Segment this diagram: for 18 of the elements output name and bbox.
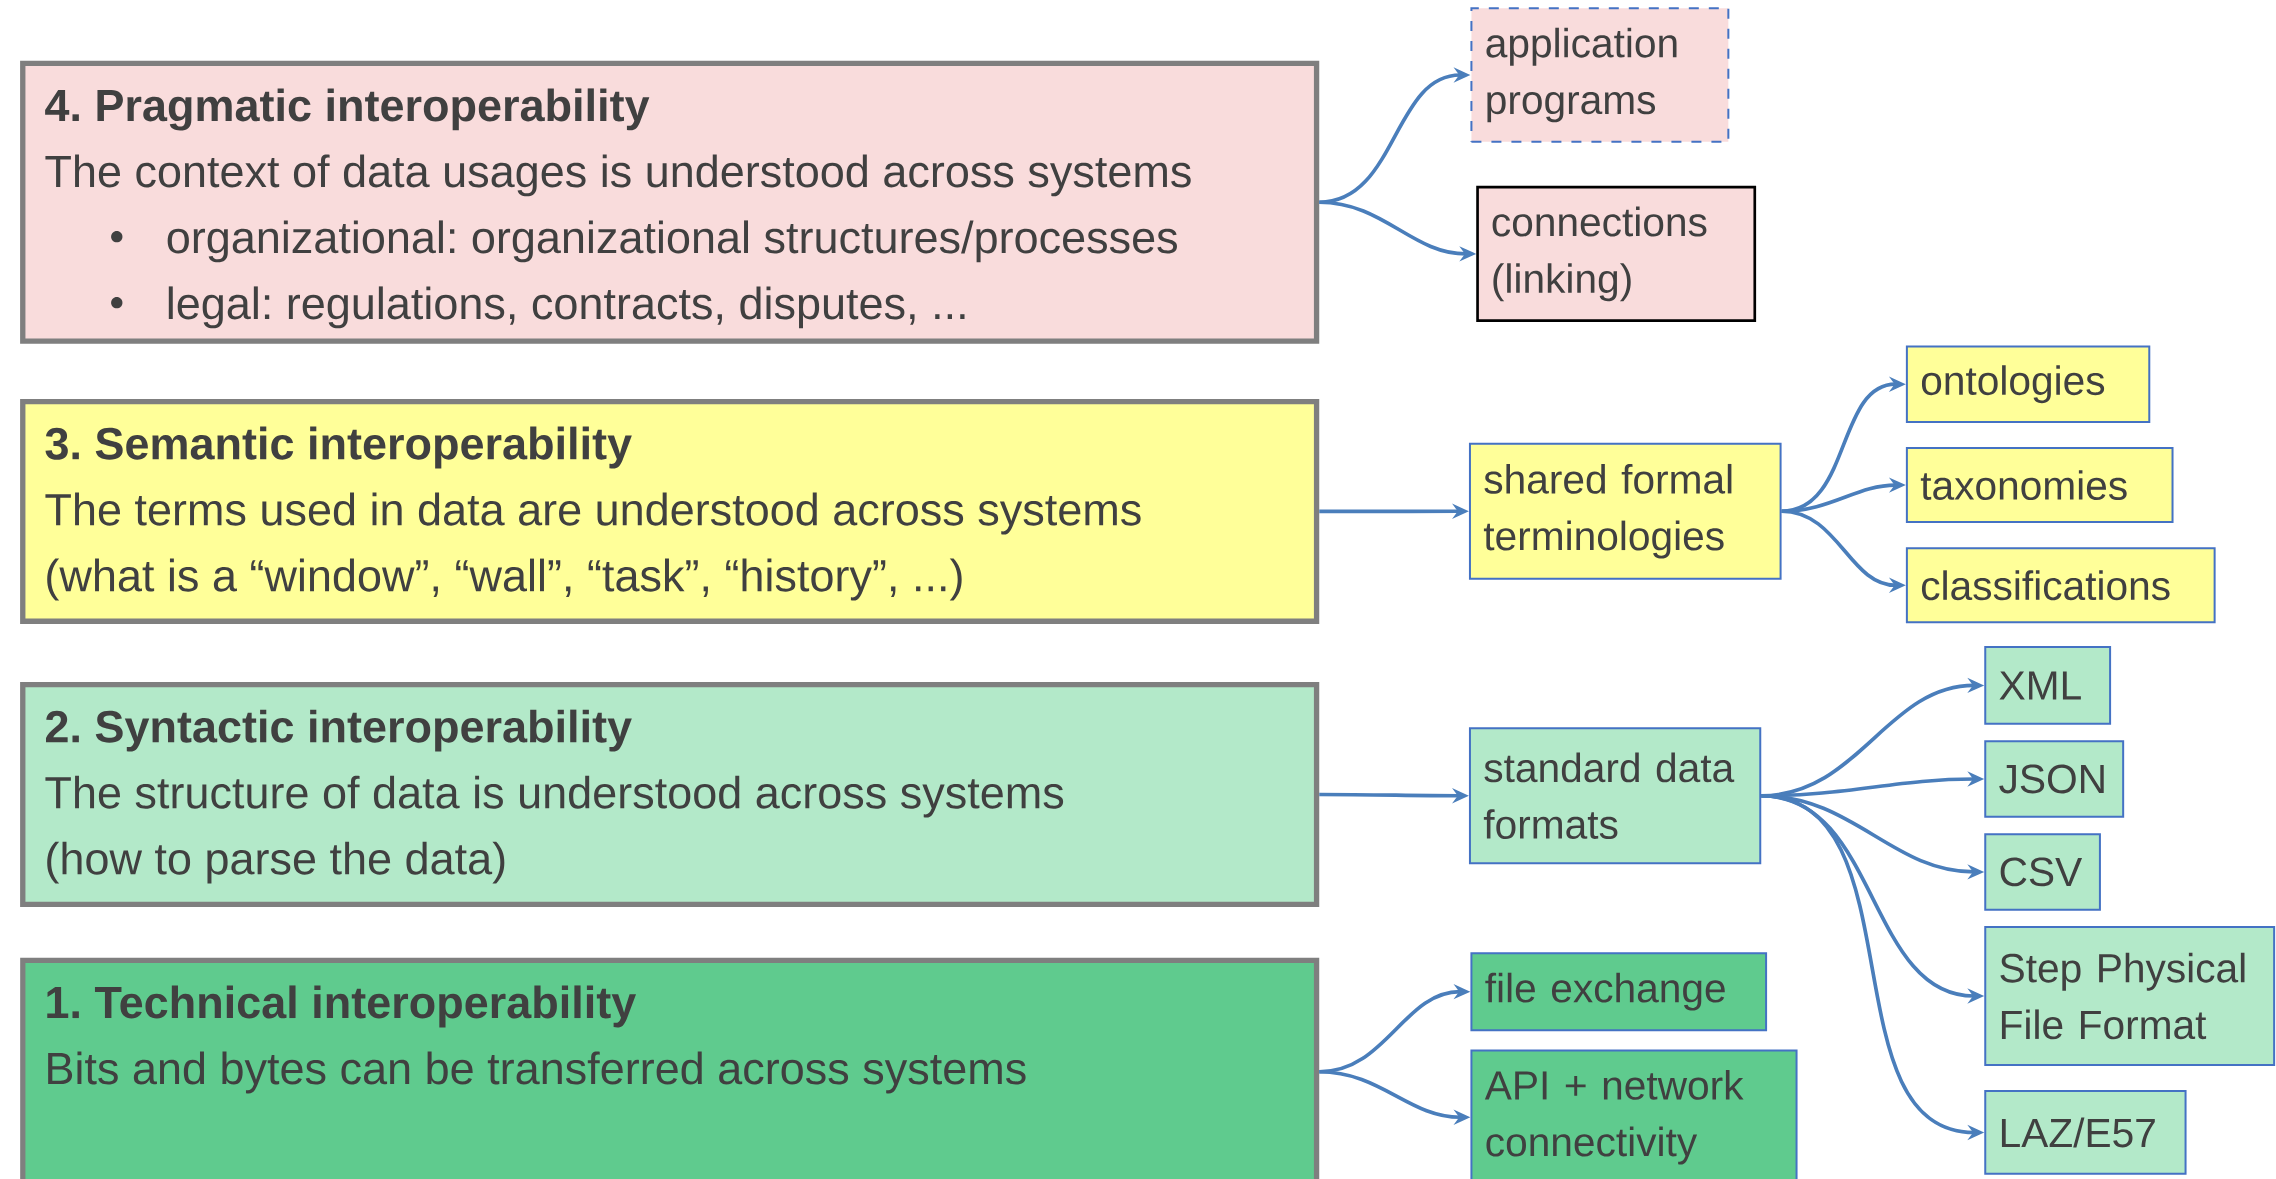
concept-box: connections (linking): [1476, 185, 1757, 322]
concept-box: shared formal terminologies: [1468, 442, 1782, 580]
concept-box: standard data formats: [1468, 727, 1762, 865]
interoperability-level-box: 2. Syntactic interoperability The structure of data is understood across systems (how to parse the data): [20, 681, 1320, 907]
concept-box: API + network connectivity: [1470, 1049, 1798, 1179]
concept-box: JSON: [1984, 740, 2125, 818]
interoperability-level-box: 1. Technical interoperability Bits and bytes can be transferred across systems: [20, 957, 1320, 1179]
concept-box: classifications: [1905, 547, 2216, 624]
concept-box: application programs: [1470, 7, 1730, 143]
concept-box: Step Physical File Format: [1984, 926, 2276, 1066]
concept-box: LAZ/E57: [1984, 1090, 2187, 1175]
concept-box: ontologies: [1905, 345, 2151, 423]
concept-box: CSV: [1984, 833, 2101, 911]
concept-box: file exchange: [1470, 952, 1768, 1032]
interoperability-level-box: 4. Pragmatic interoperability The context of data usages is understood across systems organizational: organizational structures/processes legal: regulations, contracts, disputes, ...: [20, 60, 1320, 344]
concept-box: XML: [1984, 645, 2112, 725]
concept-box: taxonomies: [1905, 447, 2174, 524]
interoperability-level-box: 3. Semantic interoperability The terms used in data are understood across systems (what is a “window”, “wall”, “task”, “history”, ...): [20, 398, 1320, 624]
